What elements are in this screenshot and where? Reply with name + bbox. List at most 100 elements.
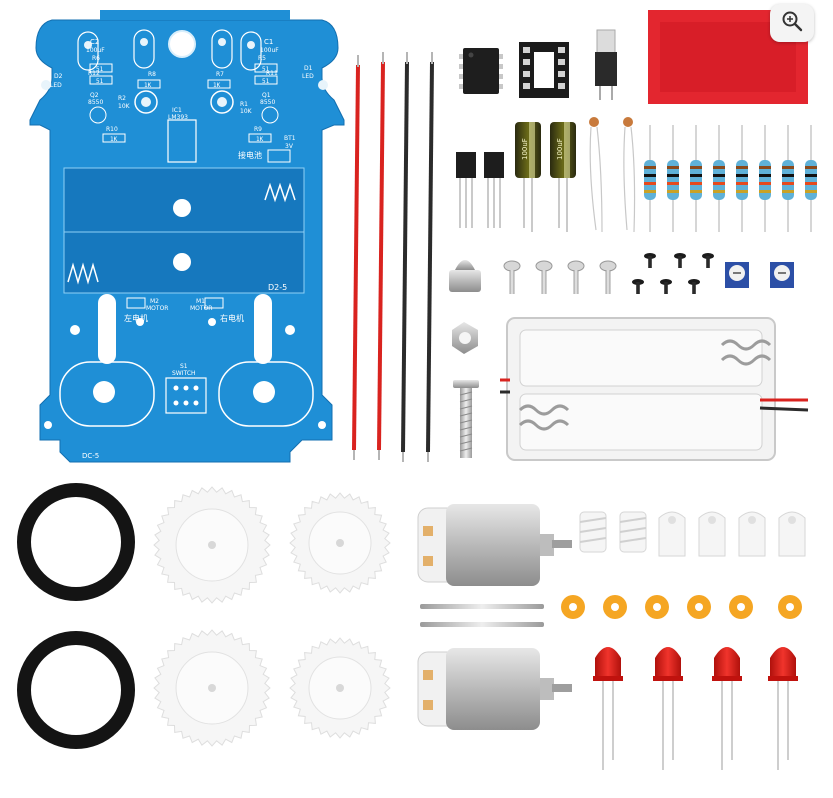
- led: [712, 647, 742, 770]
- resistor: [667, 125, 679, 232]
- pcb-bt-volt: 3V: [285, 143, 294, 150]
- pcb-ic-label: IC1: [172, 107, 182, 114]
- pcb-r9-value: 1K: [256, 136, 264, 143]
- push-switch: [595, 29, 617, 100]
- pcb-r2-value: 10K: [118, 103, 131, 110]
- capacitor-label-2: 100uF: [556, 138, 564, 160]
- washer: [687, 595, 711, 619]
- pcb-r8-value: 1K: [144, 82, 152, 89]
- pcb-r1-label: R1: [240, 101, 248, 108]
- resistor: [805, 125, 817, 232]
- resistor: [713, 125, 725, 232]
- black-screw: [644, 253, 656, 268]
- resistor: [736, 125, 748, 232]
- worm-gears: [579, 511, 647, 553]
- pcb-r9-label: R9: [254, 126, 262, 133]
- screw: [599, 260, 617, 294]
- pcb-ic-part: LM393: [168, 114, 188, 121]
- bolt: [453, 380, 479, 458]
- battery-holder: [500, 317, 809, 461]
- pcb-r12-value: 51: [96, 78, 104, 85]
- led: [593, 647, 623, 770]
- pcb-d1-label: D1: [304, 65, 313, 72]
- pcb-left-motor-cn: 左电机: [124, 313, 148, 323]
- washer: [645, 595, 669, 619]
- pcb-r10-label: R10: [106, 126, 118, 133]
- pcb-r6-label: R6: [92, 55, 100, 62]
- pcb-r12-label: R12: [88, 70, 100, 77]
- rubber-tires: [17, 483, 135, 749]
- gear-bottom-right: [289, 637, 391, 739]
- potentiometers: [725, 262, 794, 288]
- pcb-r11-value: 51: [262, 78, 270, 85]
- resistor: [644, 125, 656, 232]
- gears: [153, 486, 391, 747]
- pcb-right-label: D2-5: [268, 283, 287, 292]
- screw: [567, 260, 585, 294]
- pcb-r11-label: R11: [266, 70, 278, 77]
- pcb-r6-value: 51: [96, 66, 104, 73]
- bracket: [698, 511, 726, 557]
- pcb-led1-label: LED: [302, 73, 314, 80]
- washers: [561, 595, 802, 619]
- pcb-board-label: DC-5: [82, 452, 99, 460]
- washer: [778, 595, 802, 619]
- gear-bottom-left: [153, 629, 271, 747]
- zoom-button[interactable]: [770, 4, 814, 42]
- pcb-m2-label: M2: [150, 298, 159, 305]
- cap-nut: [449, 260, 481, 292]
- resistor: [759, 125, 771, 232]
- black-screws: [632, 253, 714, 294]
- black-screw: [660, 279, 672, 294]
- motor-top: [417, 504, 572, 586]
- pcb-r8-label: R8: [148, 71, 156, 78]
- screw: [503, 260, 521, 294]
- pcb-r1-value: 10K: [240, 108, 253, 115]
- wires: [352, 52, 434, 462]
- pcb-led2-label: LED: [50, 82, 62, 89]
- silver-screws: [503, 260, 617, 294]
- washer: [729, 595, 753, 619]
- photoresistors: [589, 117, 636, 233]
- lm393-ic: [459, 48, 503, 94]
- pcb-m1-motor: MOTOR: [190, 305, 212, 312]
- pcb-right-motor-cn: 右电机: [220, 313, 244, 323]
- hex-nut: [452, 322, 478, 354]
- bracket: [778, 511, 806, 557]
- pcb-r2-label: R2: [118, 95, 126, 102]
- zoom-magnifier-icon: [781, 10, 803, 36]
- led: [653, 647, 683, 770]
- black-screw: [632, 279, 644, 294]
- pcb-m2-motor: MOTOR: [146, 305, 168, 312]
- capacitor-label-1: 100uF: [521, 138, 529, 160]
- gear-top-left: [153, 486, 271, 604]
- pcb-d2-label: D2: [54, 73, 63, 80]
- pcb-r5-value: 51: [262, 66, 270, 73]
- pcb-c2-label: C2: [90, 38, 99, 46]
- hardware: [449, 253, 794, 458]
- bracket: [738, 511, 766, 557]
- pcb-q1-label: Q1: [262, 92, 271, 99]
- black-screw: [674, 253, 686, 268]
- motor-bottom: [417, 648, 572, 730]
- electrolytic-capacitors: 100uF 100uF: [515, 122, 576, 232]
- pcb-q1-value: 8550: [260, 99, 275, 106]
- washer: [561, 595, 585, 619]
- pcb-r7-label: R7: [216, 71, 224, 78]
- pcb-board: C2 100uF C1 100uF R6 51 R5 51 R12 51 R11…: [29, 10, 345, 463]
- pcb-r7-value: 1K: [213, 82, 221, 89]
- pcb-battery-cn: 接电池: [238, 150, 262, 160]
- black-screw: [702, 253, 714, 268]
- resistor: [690, 125, 702, 232]
- pcb-switch-label: S1: [180, 363, 188, 370]
- screw: [535, 260, 553, 294]
- pcb-r10-value: 1K: [110, 136, 118, 143]
- pcb-bt-label: BT1: [284, 135, 296, 142]
- red-leds: [593, 647, 798, 770]
- gear-top-right: [289, 492, 391, 594]
- black-screw: [688, 279, 700, 294]
- pcb-q2-label: Q2: [90, 92, 99, 99]
- washer: [603, 595, 627, 619]
- pcb-r5-label: R5: [258, 55, 266, 62]
